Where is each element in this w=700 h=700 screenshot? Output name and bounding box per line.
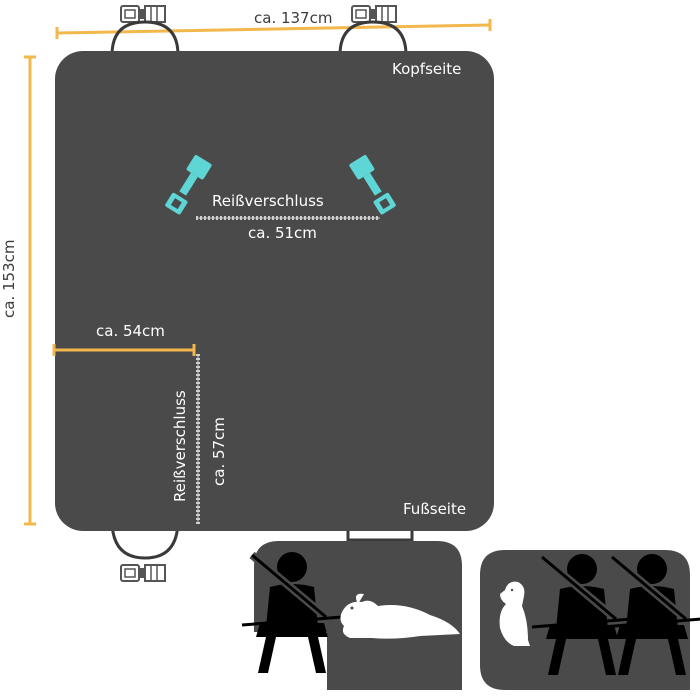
width-measure-line (56, 23, 491, 35)
seatbelt-buckle-icon (165, 155, 212, 215)
strap-clip-icon (120, 564, 166, 582)
zipper-side-label: Reißverschluss (171, 390, 189, 502)
strap-loop (338, 20, 408, 56)
seat-cover (55, 51, 494, 531)
strap-clip-icon (351, 5, 397, 23)
width-label: ca. 137cm (254, 9, 332, 27)
scenario-dog-and-two-persons (480, 550, 700, 690)
seatbelt-buckle-icon (349, 155, 396, 215)
height-label: ca. 153cm (0, 240, 18, 318)
lying-dog-icon (340, 593, 460, 639)
cutout-width-label: ca. 54cm (96, 322, 165, 340)
zipper-side-length: ca. 57cm (210, 417, 228, 486)
strap-clip-icon (120, 5, 166, 23)
scenario-person-with-lying-dog (242, 541, 462, 690)
strap-loop (110, 20, 180, 56)
zipper-top-length: ca. 51cm (248, 224, 317, 242)
foot-side-label: Fußseite (403, 500, 466, 518)
strap-loop (110, 519, 180, 560)
zipper-top-label: Reißverschluss (212, 192, 324, 210)
head-side-label: Kopfseite (392, 60, 461, 78)
sitting-dog-icon (499, 581, 530, 646)
strap-loop (346, 525, 414, 542)
